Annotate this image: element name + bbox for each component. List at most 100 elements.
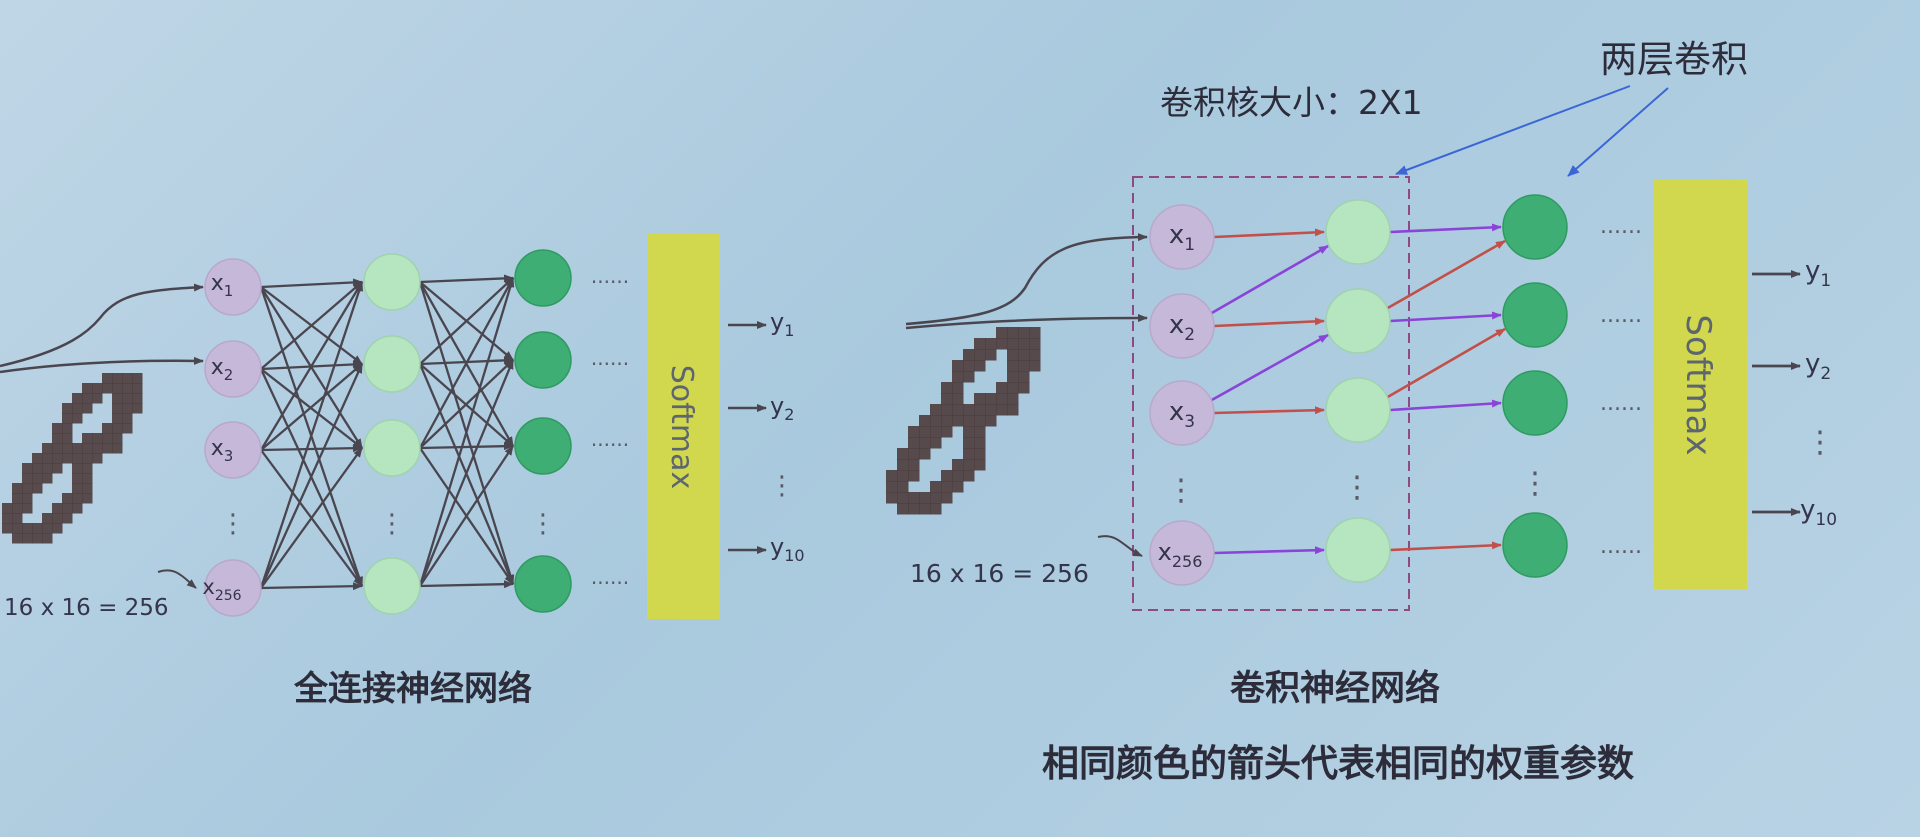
kernel-size-label: 卷积核大小：2X1 xyxy=(1160,83,1423,122)
digit-pixel xyxy=(82,473,93,484)
fc-input-size-equation: 16 x 16 = 256 xyxy=(4,595,169,621)
digit-pixel xyxy=(1018,327,1030,339)
digit-pixel xyxy=(32,533,43,544)
conv-kernel-dashed-box xyxy=(1132,176,1410,611)
digit-pixel xyxy=(952,371,964,383)
cnn-conv2-node xyxy=(1502,370,1568,436)
digit-pixel xyxy=(112,403,123,414)
cnn-input-node xyxy=(1149,293,1215,359)
fc-edge-arrow xyxy=(260,582,363,591)
digit-pixel xyxy=(122,413,133,424)
fc-hidden2-node xyxy=(514,249,572,307)
digit-pixel xyxy=(42,453,53,464)
digit-pixel xyxy=(897,492,909,504)
digit-pixel xyxy=(930,492,942,504)
fc-edge-arrow xyxy=(260,281,363,370)
digit-pixel xyxy=(952,470,964,482)
digit-pixel xyxy=(919,492,931,504)
digit-pixel xyxy=(941,382,953,394)
digit-pixel xyxy=(963,415,975,427)
digit-pixel xyxy=(974,338,986,350)
digit-pixel xyxy=(42,473,53,484)
digit-pixel xyxy=(897,481,909,493)
digit-pixel xyxy=(886,470,898,482)
digit-pixel xyxy=(62,403,73,414)
digit-pixel xyxy=(82,483,93,494)
fc-softmax-label: Softmax xyxy=(664,365,699,490)
cnn-input-x1-label: x1 xyxy=(1169,220,1195,255)
digit-pixel xyxy=(62,493,73,504)
digit-pixel xyxy=(1007,338,1019,350)
digit-pixel xyxy=(1018,360,1030,372)
digit-pixel xyxy=(941,470,953,482)
cnn-output-vdots: ⋮ xyxy=(1805,425,1835,460)
digit-pixel xyxy=(963,349,975,361)
digit-pixel xyxy=(72,443,83,454)
fc-input-node xyxy=(204,421,262,479)
digit-pixel xyxy=(963,371,975,383)
cnn-layer2-red-arrow xyxy=(1389,541,1502,552)
digit-pixel xyxy=(897,470,909,482)
digit-pixel xyxy=(974,349,986,361)
cnn-softmax-box xyxy=(1654,180,1747,589)
digit-pixel xyxy=(985,393,997,405)
digit-pixel xyxy=(1029,338,1041,350)
fc-softmax-box xyxy=(647,234,720,619)
digit-pixel xyxy=(908,437,920,449)
fc-hidden2-node xyxy=(514,555,572,613)
cnn-output-y2-label: y2 xyxy=(1805,349,1831,384)
digit-pixel xyxy=(22,523,33,534)
fc-hdots-row2: ...... xyxy=(591,346,629,370)
cnn-input-x256-label: x256 xyxy=(1158,538,1203,571)
fc-edge-arrow xyxy=(418,277,515,449)
fc-input-node xyxy=(204,559,262,617)
digit-pixel xyxy=(974,360,986,372)
fc-edge-arrow xyxy=(419,359,514,449)
digit-pixel xyxy=(122,383,133,394)
digit-pixel xyxy=(1007,349,1019,361)
digit-pixel xyxy=(112,383,123,394)
digit-pixel xyxy=(82,433,93,444)
cnn-input-node xyxy=(1149,204,1215,270)
digit-pixel xyxy=(82,383,93,394)
digit-pixel xyxy=(42,533,53,544)
digit-pixel xyxy=(886,492,898,504)
digit-pixel xyxy=(22,493,33,504)
digit-pixel xyxy=(2,523,13,534)
digit-pixel xyxy=(42,523,53,534)
digit-pixel xyxy=(930,426,942,438)
fc-hidden1-node xyxy=(363,335,421,393)
cnn-layer1-red-arrow xyxy=(1213,228,1325,239)
cnn-output-y10-label: y10 xyxy=(1800,495,1837,530)
fc-edge-arrow xyxy=(260,444,363,453)
fc-connection-arrows xyxy=(0,274,515,591)
digit-pixel xyxy=(132,383,143,394)
digit-pixel xyxy=(132,393,143,404)
cnn-x256-pointer-arrow xyxy=(1097,535,1143,557)
fc-edge-arrow xyxy=(260,447,363,589)
fc-hidden2-vdots: ⋮ xyxy=(530,509,556,539)
cnn-layer1-red-arrow xyxy=(1213,406,1325,415)
fc-hidden2-node xyxy=(514,331,572,389)
digit-pixel xyxy=(92,393,103,404)
digit-pixel xyxy=(1007,371,1019,383)
digit-pixel xyxy=(102,433,113,444)
cnn-input-curve-arrow xyxy=(905,314,1148,330)
digit-pixel xyxy=(897,503,909,515)
digit-pixel xyxy=(102,383,113,394)
digit-pixel xyxy=(996,338,1008,350)
fc-edge-arrow xyxy=(419,442,514,451)
digit-pixel xyxy=(22,483,33,494)
digit-pixel xyxy=(941,481,953,493)
fc-output-y1-label: y1 xyxy=(770,308,794,340)
digit-pixel xyxy=(974,415,986,427)
digit-pixel xyxy=(112,393,123,404)
digit-pixel xyxy=(886,481,898,493)
fc-hdots-row4: ...... xyxy=(591,565,629,589)
digit-pixel xyxy=(92,453,103,464)
cnn-layer2-purple-arrow xyxy=(1389,311,1502,323)
digit-pixel xyxy=(963,448,975,460)
fc-network-panel: x1 x2 x3 x256 ⋮ ⋮ ⋮ ...... ...... ......… xyxy=(0,234,805,709)
digit-pixel xyxy=(908,503,920,515)
digit-pixel xyxy=(930,404,942,416)
